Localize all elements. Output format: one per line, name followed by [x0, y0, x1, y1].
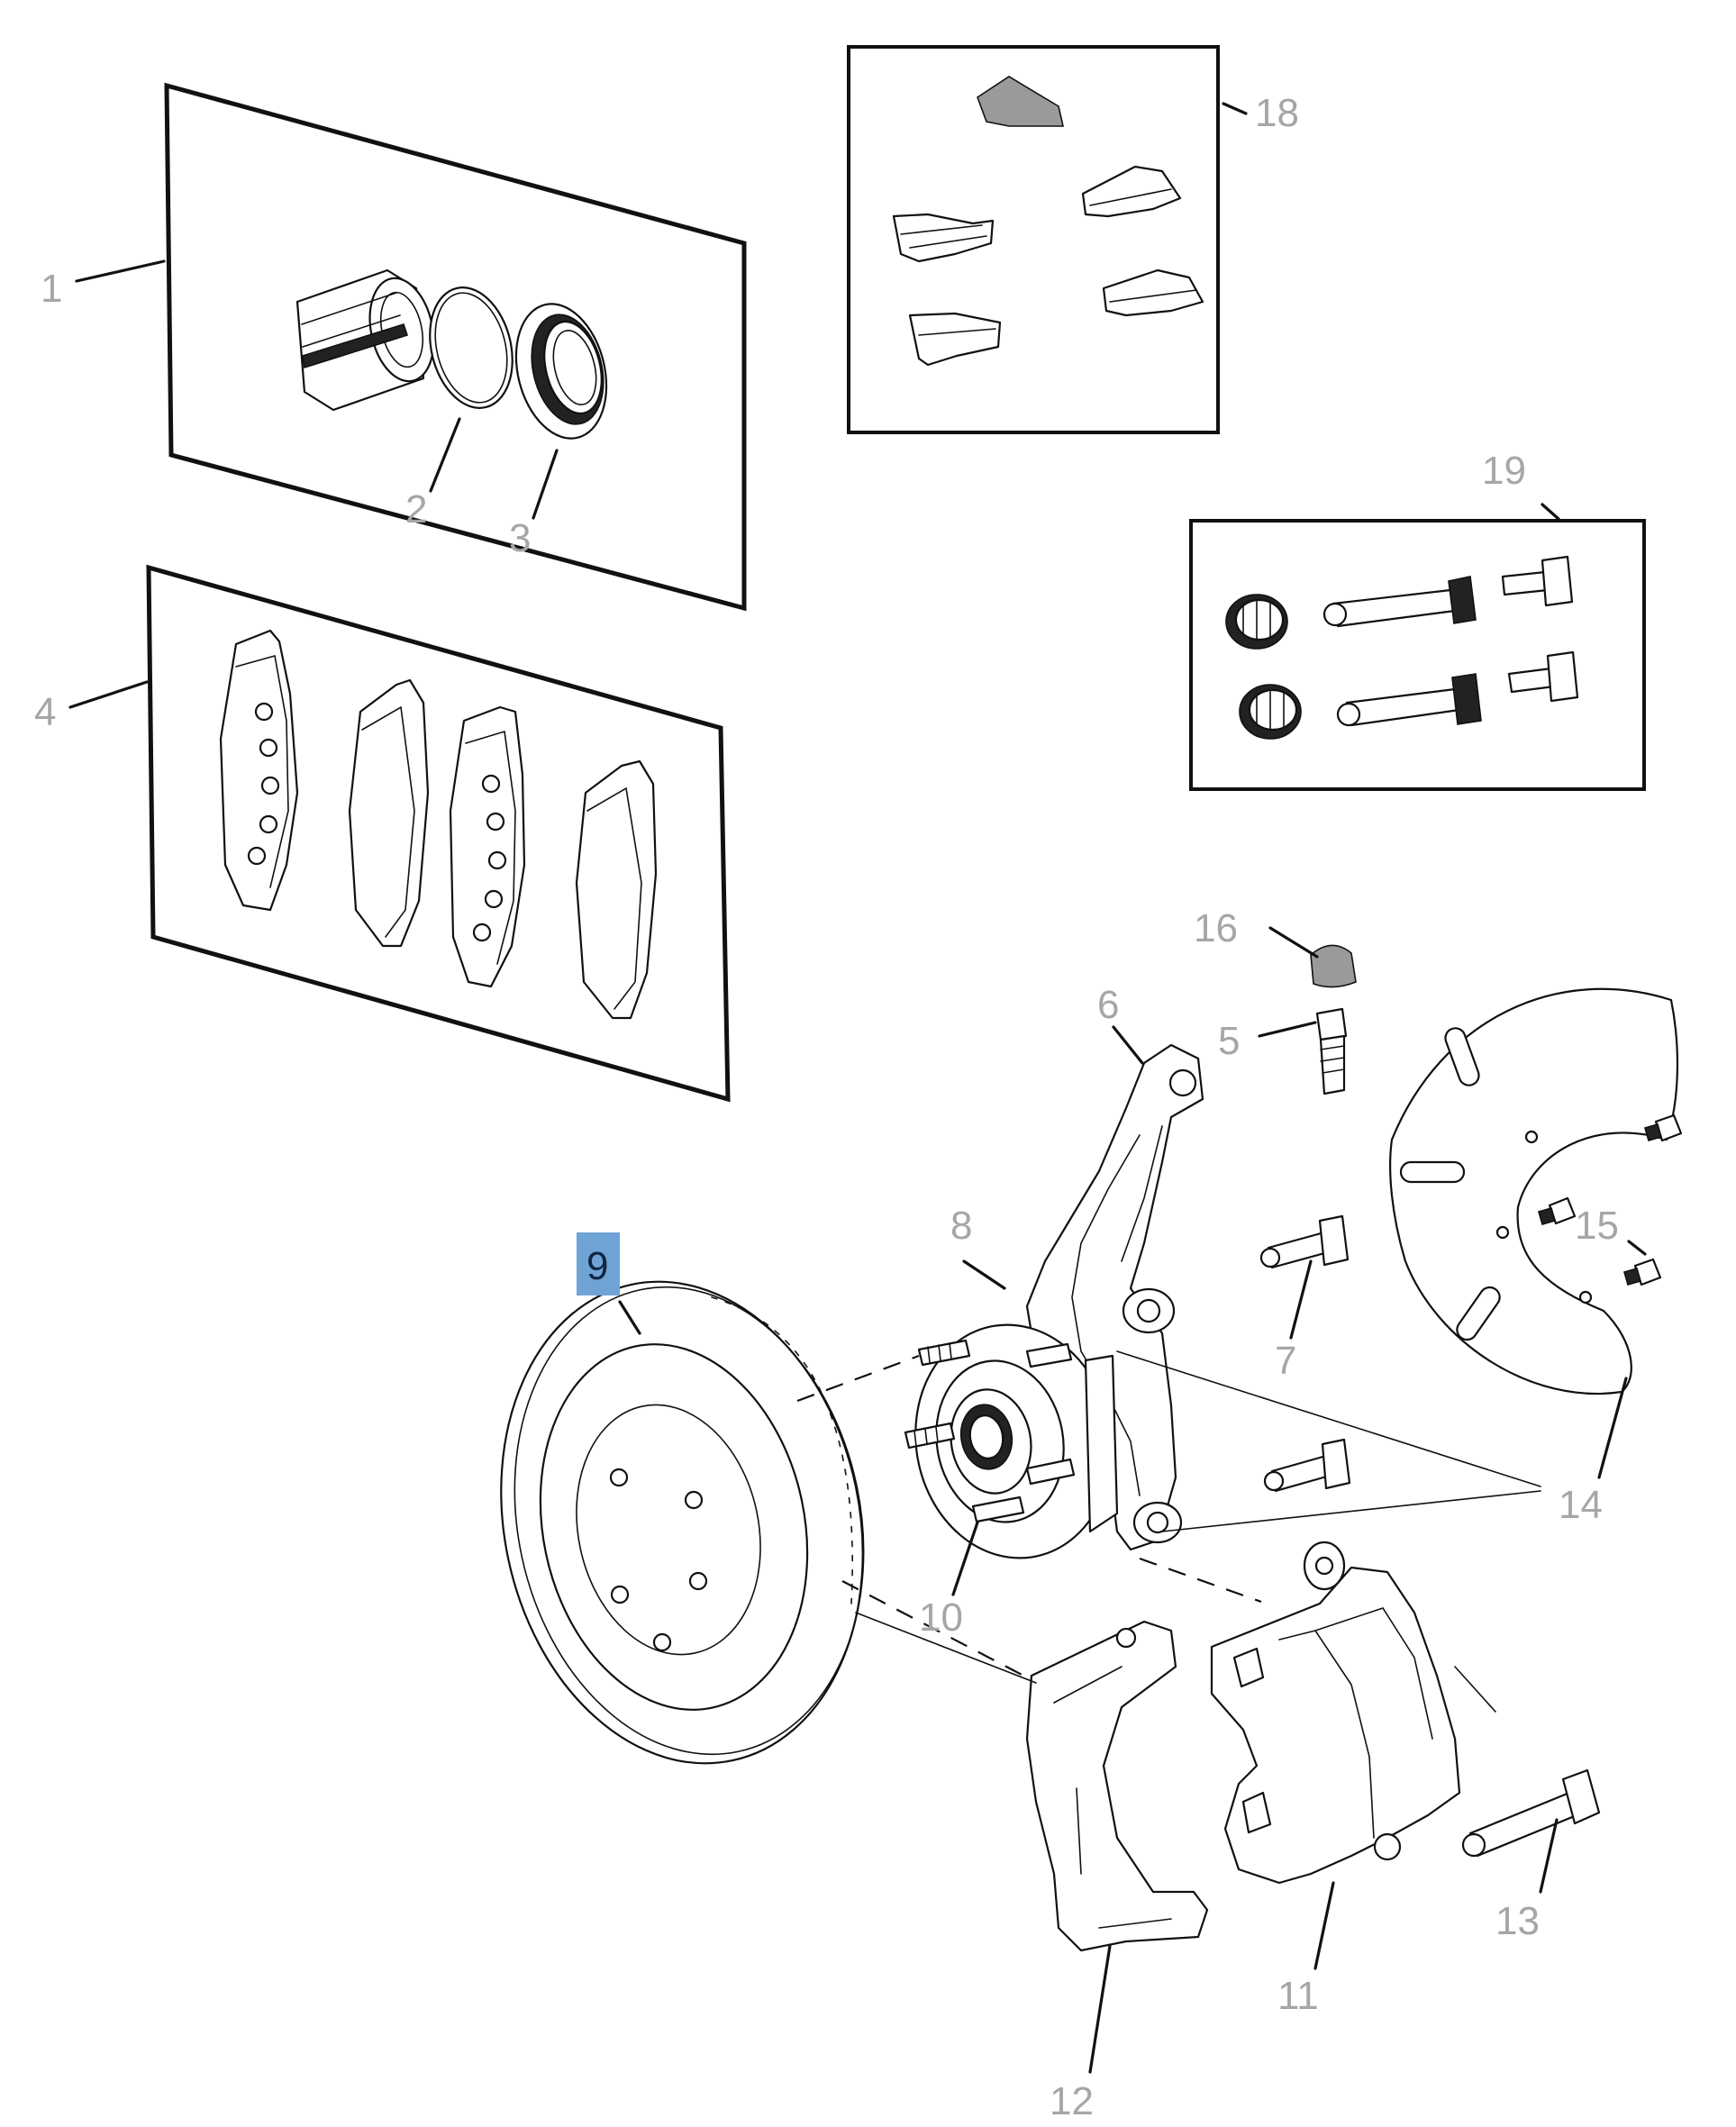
assembly-lines	[796, 1350, 1541, 1713]
callout-18: 18	[1255, 91, 1299, 135]
part-4-brake-pad-set[interactable]	[146, 564, 731, 1103]
part-11-brake-caliper[interactable]	[1210, 1541, 1461, 1885]
callout-16: 16	[1194, 906, 1238, 950]
bushing-top	[1225, 594, 1288, 650]
part-9-brake-rotor[interactable]	[458, 1248, 906, 1797]
callout-3: 3	[509, 516, 531, 560]
part-16-bleeder-cap[interactable]	[1310, 944, 1357, 988]
callout-9-highlight	[577, 1232, 620, 1295]
callout-4: 4	[34, 690, 56, 734]
callout-12: 12	[1050, 2079, 1094, 2123]
callout-11: 11	[1277, 1974, 1319, 2018]
leader-lines	[68, 102, 1647, 2074]
bolt-top	[1501, 555, 1574, 607]
callout-14: 14	[1559, 1483, 1603, 1527]
dust-boot	[514, 303, 608, 440]
part-10-wheel-studs[interactable]	[904, 1339, 1076, 1523]
callout-labels: 1 2 3 4 5 6 7 8 9 10 11 12 13 14 15 16 1…	[34, 91, 1619, 2123]
part-19-guide-pin-kit[interactable]	[1189, 519, 1646, 791]
bushing-bottom	[1239, 684, 1302, 740]
part-12-caliper-bracket[interactable]	[1025, 1620, 1209, 1952]
callout-2: 2	[405, 487, 427, 532]
part-15-shield-bolts[interactable]	[1538, 1113, 1683, 1286]
callout-9: 9	[586, 1244, 608, 1288]
callout-5: 5	[1218, 1019, 1240, 1063]
callout-10: 10	[919, 1595, 963, 1640]
part-1-piston-seal-kit[interactable]	[164, 82, 747, 612]
guide-pin-bottom	[1336, 673, 1482, 727]
brake-pad-2	[348, 678, 430, 948]
callout-6: 6	[1097, 983, 1119, 1027]
bolt-bottom	[1507, 650, 1579, 703]
part-14-splash-shield[interactable]	[1389, 987, 1679, 1395]
callout-19: 19	[1482, 449, 1526, 493]
seal-ring	[429, 286, 514, 409]
brake-pad-4	[575, 759, 658, 1020]
part-7-knuckle-bolts[interactable]	[1259, 1214, 1351, 1493]
piston	[295, 268, 435, 412]
guide-pin-top	[1322, 576, 1477, 628]
brake-pad-1	[219, 629, 299, 912]
part-13-caliper-bolt[interactable]	[1461, 1768, 1601, 1858]
brake-pad-3	[449, 705, 526, 988]
callout-1: 1	[41, 267, 62, 311]
callout-7: 7	[1275, 1339, 1296, 1383]
part-6-steering-knuckle[interactable]	[1025, 1043, 1204, 1551]
callout-8: 8	[950, 1204, 972, 1248]
callout-13: 13	[1495, 1899, 1540, 1943]
part-5-bleeder-screw[interactable]	[1315, 1007, 1348, 1095]
callout-15: 15	[1575, 1204, 1619, 1248]
part-18-clip-kit[interactable]	[847, 45, 1220, 434]
